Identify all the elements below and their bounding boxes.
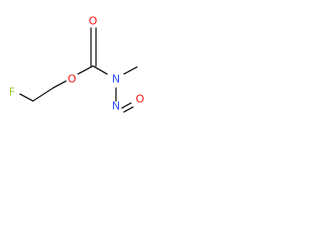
molecule-diagram: F O O N N O bbox=[9, 15, 145, 113]
bond-c2-o bbox=[52, 80, 67, 89]
atom-nitroso-nitrogen: N bbox=[112, 100, 120, 113]
bond-f-c1 bbox=[19, 93, 34, 102]
atom-ester-oxygen: O bbox=[68, 73, 77, 86]
bond-o-c3 bbox=[77, 65, 94, 75]
bond-n-o-double-a bbox=[121, 102, 132, 109]
atom-nitroso-oxygen: O bbox=[136, 93, 145, 106]
bond-n-methyl bbox=[123, 66, 138, 75]
bonds bbox=[19, 27, 138, 113]
bond-n-o-double-b bbox=[123, 106, 134, 113]
bond-c3-n bbox=[92, 65, 108, 75]
atom-carbonyl-oxygen: O bbox=[89, 15, 98, 28]
bond-c1-c2 bbox=[32, 87, 54, 102]
atom-labels: F O O N N O bbox=[9, 15, 145, 113]
atom-amide-nitrogen: N bbox=[112, 73, 120, 86]
structure-canvas: F O O N N O bbox=[0, 0, 170, 116]
atom-fluorine: F bbox=[9, 86, 15, 99]
